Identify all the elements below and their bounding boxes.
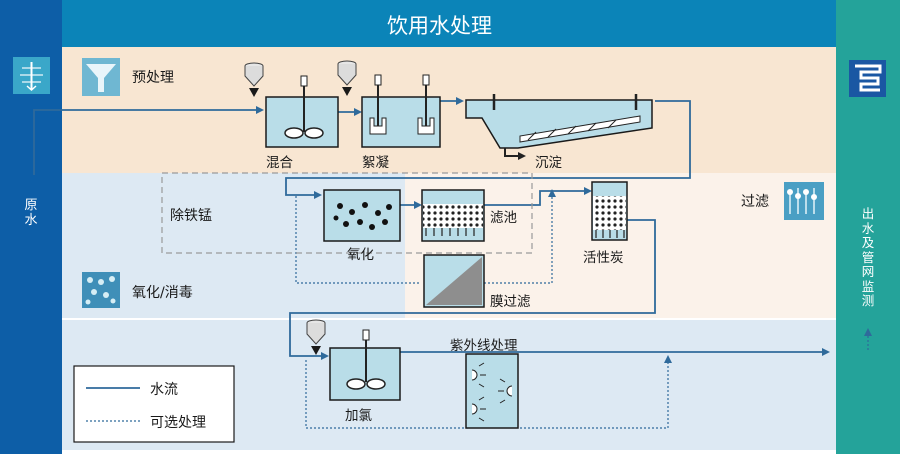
- mixing-dosing-cone: [244, 62, 264, 97]
- section-iron-manganese: 除铁锰: [170, 208, 212, 224]
- label-flocculation: 絮凝: [362, 155, 389, 171]
- label-uv: 紫外线处理: [450, 338, 518, 354]
- mixing-tank: [265, 75, 339, 148]
- section-filtration: 过滤: [741, 194, 769, 210]
- label-oxidation: 氧化: [347, 247, 374, 263]
- label-sedimentation: 沉淀: [535, 155, 562, 171]
- label-filter-tank: 滤池: [490, 210, 517, 226]
- monitoring-icon: [849, 60, 886, 97]
- section-pretreatment: 预处理: [132, 70, 174, 86]
- membrane-filter: [423, 254, 485, 308]
- filter-tank: [421, 189, 485, 242]
- flocculation-dosing-cone: [337, 60, 357, 96]
- label-activated-carbon: 活性炭: [583, 250, 624, 266]
- oxidation-tank: [323, 189, 401, 242]
- page-title: 饮用水处理: [387, 14, 492, 38]
- band-divider: [62, 318, 836, 320]
- oxidation-icon: [82, 272, 120, 308]
- filtration-icon: [784, 182, 824, 220]
- legend-water-flow-label: 水流: [150, 382, 178, 398]
- legend-optional-label: 可选处理: [150, 415, 206, 431]
- header-bar: [62, 0, 836, 47]
- iron-manganese-box: [161, 172, 533, 254]
- chlorination-dosing-cone: [306, 319, 326, 355]
- optional-lines: [295, 189, 872, 429]
- section-oxidation-disinfection: 氧化/消毒: [132, 285, 193, 301]
- right-bar-label: 出水及管网监测: [861, 206, 875, 308]
- activated-carbon-column: [591, 181, 628, 241]
- chlorination-tank: [329, 329, 401, 401]
- label-chlorination: 加氯: [345, 408, 372, 424]
- sedimentation-tank: [465, 94, 653, 160]
- uv-unit: [465, 353, 519, 429]
- label-mixing: 混合: [266, 155, 293, 171]
- label-membrane: 膜过滤: [490, 294, 531, 310]
- pretreatment-icon: [82, 58, 120, 96]
- raw-water-icon: [13, 57, 50, 94]
- left-bar-label: 原水: [24, 198, 38, 228]
- flocculation-tank: [361, 74, 441, 148]
- legend: [73, 365, 235, 443]
- water-flow-lines: [33, 97, 830, 360]
